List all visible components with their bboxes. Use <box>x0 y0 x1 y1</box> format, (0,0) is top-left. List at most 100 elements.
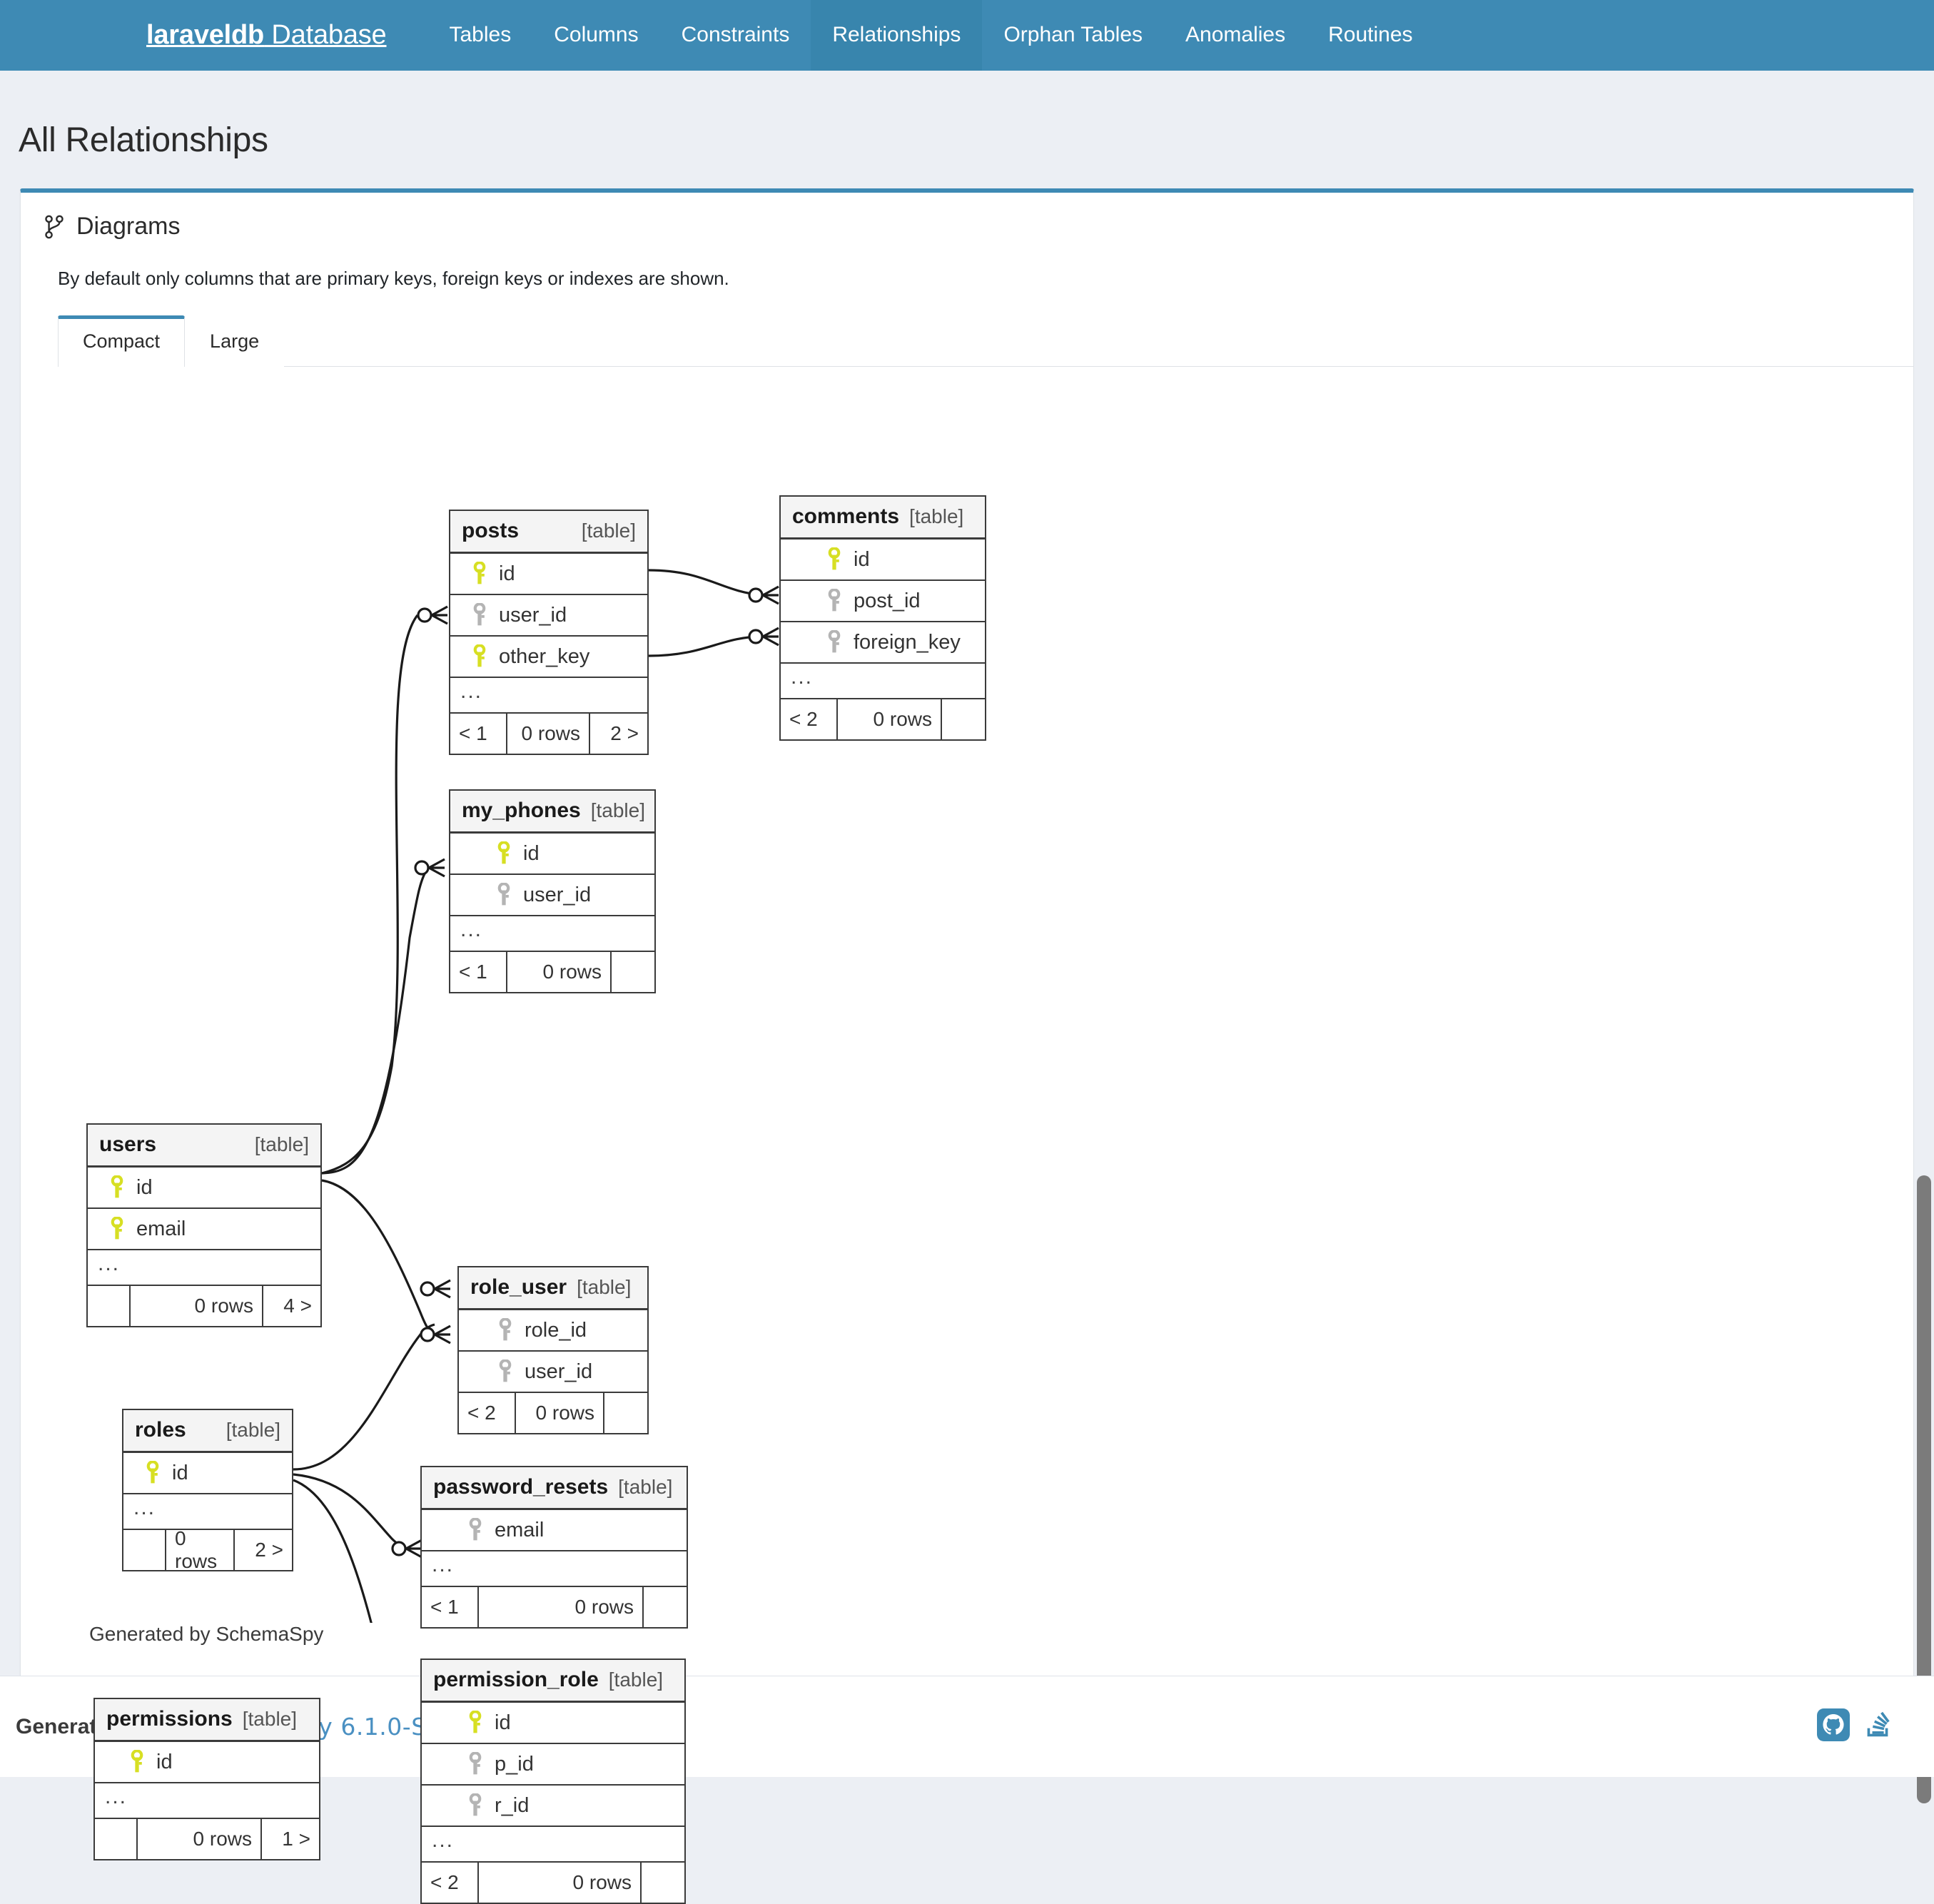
table-column-id[interactable]: id <box>450 554 647 596</box>
table-footer-prev[interactable]: < 1 <box>450 952 507 993</box>
primary-key-icon <box>111 1175 123 1198</box>
table-type-label: [table] <box>254 1133 309 1156</box>
column-name: foreign_key <box>854 630 961 654</box>
table-footer-next[interactable]: 2 > <box>610 722 639 745</box>
page-scrollbar[interactable] <box>1914 71 1934 1803</box>
table-more-columns[interactable]: ... <box>422 1827 684 1863</box>
table-footer-next[interactable]: 2 > <box>255 1539 283 1561</box>
nav-item-anomalies[interactable]: Anomalies <box>1185 23 1286 46</box>
brand-link[interactable]: laraveldb Database <box>146 20 387 51</box>
card-description: By default only columns that are primary… <box>58 268 729 290</box>
table-more-columns[interactable]: ... <box>88 1250 320 1287</box>
table-footer-rowcount: 0 rows <box>838 699 942 740</box>
stackoverflow-icon[interactable] <box>1861 1708 1894 1745</box>
table-footer-users: 0 rows 4 > <box>88 1286 320 1327</box>
table-more-columns[interactable]: ... <box>95 1783 319 1820</box>
tab-large[interactable]: Large <box>185 315 285 368</box>
table-footer-next[interactable] <box>604 1393 647 1433</box>
nav-item-routines[interactable]: Routines <box>1328 23 1413 46</box>
column-name: id <box>854 547 870 571</box>
table-footer-rowcount: 0 rows <box>507 952 612 993</box>
table-column-post_id[interactable]: post_id <box>781 581 985 623</box>
nav-item-relationships[interactable]: Relationships <box>811 0 983 71</box>
table-column-id[interactable]: id <box>450 834 654 876</box>
table-footer-rowcount: 0 rows <box>131 1286 263 1327</box>
table-footer-rowcount: 0 rows <box>516 1393 604 1434</box>
table-column-r_id[interactable]: r_id <box>422 1786 684 1828</box>
table-footer-next[interactable] <box>942 699 985 739</box>
table-column-id[interactable]: id <box>422 1703 684 1745</box>
table-name: password_resets <box>433 1475 609 1499</box>
card-header-label: Diagrams <box>76 213 181 240</box>
foreign-key-icon <box>497 883 510 906</box>
column-name: r_id <box>495 1793 530 1817</box>
table-type-label: [table] <box>618 1476 673 1499</box>
foreign-key-icon <box>473 603 486 626</box>
table-footer-next[interactable]: 4 > <box>283 1295 312 1317</box>
table-footer-next[interactable] <box>642 1863 684 1903</box>
table-column-role_id[interactable]: role_id <box>459 1310 647 1352</box>
table-footer-prev[interactable]: < 1 <box>450 714 507 754</box>
nav-item-tables[interactable]: Tables <box>449 23 512 46</box>
column-name: id <box>499 562 515 585</box>
table-footer-prev[interactable] <box>123 1530 166 1571</box>
nav-item-columns[interactable]: Columns <box>554 23 639 46</box>
primary-key-icon <box>473 562 486 584</box>
brand-suffix: Database <box>264 20 387 50</box>
column-name: user_id <box>525 1359 593 1383</box>
table-column-id[interactable]: id <box>123 1453 292 1495</box>
table-column-user_id[interactable]: user_id <box>459 1352 647 1394</box>
table-column-email[interactable]: email <box>88 1209 320 1251</box>
table-footer-next[interactable] <box>644 1587 687 1627</box>
table-column-user_id[interactable]: user_id <box>450 875 654 917</box>
table-footer-rowcount: 0 rows <box>479 1863 642 1903</box>
scrollbar-thumb[interactable] <box>1917 1175 1931 1803</box>
table-more-columns[interactable]: ... <box>450 916 654 953</box>
table-column-id[interactable]: id <box>781 540 985 582</box>
table-footer-prev[interactable]: < 2 <box>422 1863 479 1903</box>
table-column-p_id[interactable]: p_id <box>422 1744 684 1786</box>
table-column-foreign_key[interactable]: foreign_key <box>781 622 985 664</box>
tab-compact[interactable]: Compact <box>58 315 186 368</box>
footer-links <box>1817 1708 1894 1745</box>
table-footer-prev[interactable] <box>95 1819 138 1860</box>
table-type-label: [table] <box>909 505 964 528</box>
table-column-user_id[interactable]: user_id <box>450 595 647 637</box>
table-footer-rowcount: 0 rows <box>166 1527 235 1572</box>
table-more-columns[interactable]: ... <box>781 664 985 700</box>
table-more-columns[interactable]: ... <box>123 1494 292 1531</box>
table-title-permissions: permissions[table] <box>95 1699 319 1743</box>
table-name: my_phones <box>462 799 581 823</box>
page-title: All Relationships <box>19 121 268 160</box>
table-column-other_key[interactable]: other_key <box>450 637 647 679</box>
table-footer-next[interactable]: 1 > <box>282 1828 310 1850</box>
github-icon[interactable] <box>1817 1708 1850 1745</box>
table-footer-prev[interactable]: < 2 <box>459 1393 516 1434</box>
primary-key-icon <box>473 644 486 667</box>
nav-item-orphan-tables[interactable]: Orphan Tables <box>1003 23 1143 46</box>
nav-item-constraints[interactable]: Constraints <box>681 23 790 46</box>
column-name: id <box>495 1711 511 1734</box>
table-more-columns[interactable]: ... <box>450 678 647 714</box>
table-column-id[interactable]: id <box>95 1742 319 1784</box>
diagrams-card: Diagrams By default only columns that ar… <box>20 188 1914 1904</box>
table-more-columns[interactable]: ... <box>422 1551 687 1588</box>
table-footer-prev[interactable]: < 1 <box>422 1587 479 1628</box>
table-column-id[interactable]: id <box>88 1168 320 1210</box>
table-footer-prev[interactable]: < 2 <box>781 699 838 740</box>
table-footer-next[interactable] <box>612 952 654 992</box>
table-footer-prev[interactable] <box>88 1286 131 1327</box>
primary-key-icon <box>146 1461 159 1484</box>
table-column-email[interactable]: email <box>422 1510 687 1552</box>
